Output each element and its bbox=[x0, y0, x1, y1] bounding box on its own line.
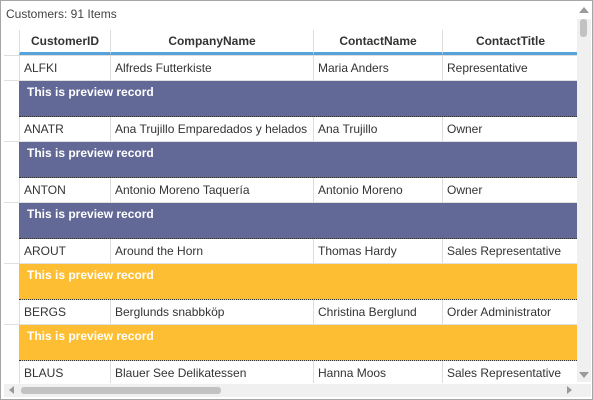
table-row[interactable]: ALFKI Alfreds Futterkiste Maria Anders R… bbox=[4, 56, 577, 81]
cell-customerid[interactable]: ANTON bbox=[19, 178, 110, 202]
cell-customerid[interactable]: ANATR bbox=[19, 117, 110, 141]
vertical-scrollbar[interactable] bbox=[577, 7, 591, 382]
cell-contactname[interactable]: Hanna Moos bbox=[313, 361, 442, 383]
horizontal-scroll-thumb[interactable] bbox=[21, 387, 221, 394]
cell-contacttitle[interactable]: Sales Representative bbox=[442, 239, 577, 263]
cell-contactname[interactable]: Maria Anders bbox=[313, 56, 442, 80]
row-indent bbox=[4, 361, 19, 383]
preview-row[interactable]: This is preview record bbox=[19, 81, 577, 117]
vertical-scroll-thumb[interactable] bbox=[580, 19, 587, 37]
row-indent bbox=[4, 300, 19, 324]
horizontal-scrollbar[interactable] bbox=[4, 384, 577, 397]
cell-contacttitle[interactable]: Owner bbox=[442, 117, 577, 141]
preview-row[interactable]: This is preview record bbox=[19, 203, 577, 239]
column-header-customerid[interactable]: CustomerID bbox=[19, 30, 110, 55]
cell-customerid[interactable]: AROUT bbox=[19, 239, 110, 263]
row-indent bbox=[4, 178, 19, 202]
table-row[interactable]: ANTON Antonio Moreno Taquería Antonio Mo… bbox=[4, 178, 577, 203]
preview-row[interactable]: This is preview record bbox=[19, 142, 577, 178]
table-row[interactable]: BLAUS Blauer See Delikatessen Hanna Moos… bbox=[4, 361, 577, 383]
cell-companyname[interactable]: Around the Horn bbox=[110, 239, 313, 263]
cell-contactname[interactable]: Ana Trujillo bbox=[313, 117, 442, 141]
row-indent bbox=[4, 239, 19, 263]
scroll-right-arrow-icon[interactable] bbox=[567, 386, 572, 394]
cell-contacttitle[interactable]: Sales Representative bbox=[442, 361, 577, 383]
header-indent-cell bbox=[4, 30, 19, 56]
scroll-down-arrow-icon[interactable] bbox=[579, 372, 589, 378]
cell-customerid[interactable]: BLAUS bbox=[19, 361, 110, 383]
cell-contacttitle[interactable]: Representative bbox=[442, 56, 577, 80]
column-header-companyname[interactable]: CompanyName bbox=[110, 30, 313, 55]
cell-customerid[interactable]: BERGS bbox=[19, 300, 110, 324]
column-header-contacttitle[interactable]: ContactTitle bbox=[442, 30, 577, 55]
table-row[interactable]: ANATR Ana Trujillo Emparedados y helados… bbox=[4, 117, 577, 142]
scroll-up-arrow-icon[interactable] bbox=[579, 7, 589, 13]
item-count-status: Customers: 91 Items bbox=[6, 7, 117, 21]
cell-companyname[interactable]: Antonio Moreno Taquería bbox=[110, 178, 313, 202]
cell-contacttitle[interactable]: Owner bbox=[442, 178, 577, 202]
cell-customerid[interactable]: ALFKI bbox=[19, 56, 110, 80]
preview-row[interactable]: This is preview record bbox=[19, 325, 577, 361]
cell-companyname[interactable]: Alfreds Futterkiste bbox=[110, 56, 313, 80]
cell-companyname[interactable]: Berglunds snabbköp bbox=[110, 300, 313, 324]
cell-companyname[interactable]: Ana Trujillo Emparedados y helados bbox=[110, 117, 313, 141]
row-indent bbox=[4, 117, 19, 141]
table-row[interactable]: BERGS Berglunds snabbköp Christina Bergl… bbox=[4, 300, 577, 325]
preview-row[interactable]: This is preview record bbox=[19, 264, 577, 300]
cell-companyname[interactable]: Blauer See Delikatessen bbox=[110, 361, 313, 383]
scroll-left-arrow-icon[interactable] bbox=[9, 386, 14, 394]
scrollbar-corner bbox=[577, 384, 591, 397]
cell-contactname[interactable]: Antonio Moreno bbox=[313, 178, 442, 202]
row-indent bbox=[4, 56, 19, 80]
grid-header: CustomerID CompanyName ContactName Conta… bbox=[4, 30, 577, 56]
cell-contactname[interactable]: Thomas Hardy bbox=[313, 239, 442, 263]
cell-contactname[interactable]: Christina Berglund bbox=[313, 300, 442, 324]
column-header-contactname[interactable]: ContactName bbox=[313, 30, 442, 55]
table-row[interactable]: AROUT Around the Horn Thomas Hardy Sales… bbox=[4, 239, 577, 264]
customers-grid: CustomerID CompanyName ContactName Conta… bbox=[4, 30, 577, 383]
cell-contacttitle[interactable]: Order Administrator bbox=[442, 300, 577, 324]
